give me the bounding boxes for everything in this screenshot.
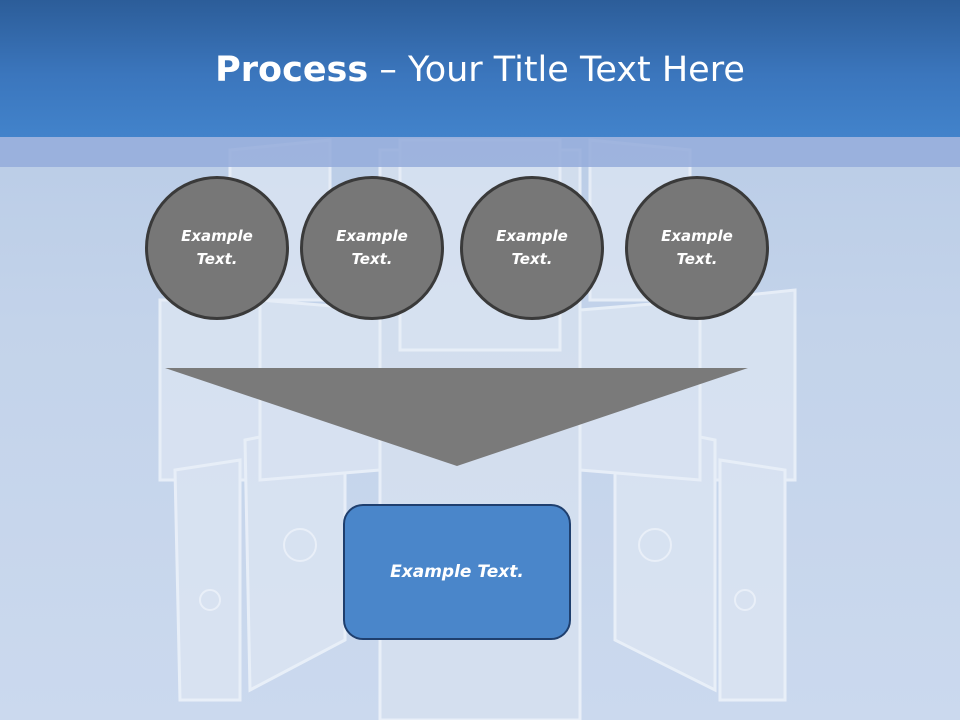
process-circle-3: Example Text. bbox=[460, 176, 604, 320]
result-label: Example Text. bbox=[390, 562, 524, 582]
title-rest: – Your Title Text Here bbox=[368, 50, 745, 90]
process-circle-label: Example Text. bbox=[181, 227, 253, 268]
process-circle-label: Example Text. bbox=[661, 227, 733, 268]
result-box: Example Text. bbox=[343, 504, 571, 640]
process-circle-label: Example Text. bbox=[336, 227, 408, 268]
process-circle-1: Example Text. bbox=[145, 176, 289, 320]
page-title: Process – Your Title Text Here bbox=[0, 50, 960, 90]
header-sub-band bbox=[0, 137, 960, 167]
process-circle-label: Example Text. bbox=[496, 227, 568, 268]
title-header-band bbox=[0, 0, 960, 137]
process-circle-4: Example Text. bbox=[625, 176, 769, 320]
title-strong: Process bbox=[215, 50, 369, 90]
funnel-triangle bbox=[165, 368, 748, 466]
process-circle-2: Example Text. bbox=[300, 176, 444, 320]
